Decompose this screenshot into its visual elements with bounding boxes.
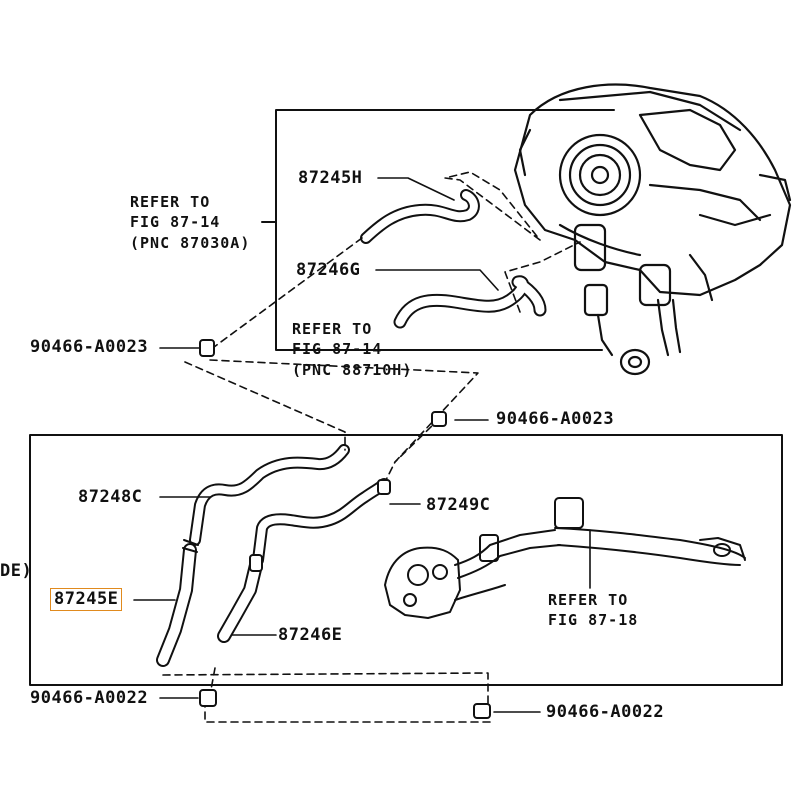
clamp-icons (199, 339, 491, 719)
clamp-label-bottom-right[interactable]: 90466-A0022 (546, 702, 665, 722)
reference-line: REFER TO (130, 193, 211, 211)
leader-lines (133, 177, 591, 713)
reference-line: FIG 87-18 (548, 611, 639, 630)
clamp-icon (473, 703, 491, 719)
reference-fig-87-14-b[interactable]: REFER TO FIG 87-14 (PNC 88710H) (292, 319, 412, 380)
reference-fig-87-18[interactable]: REFER TO FIG 87-18 (548, 590, 638, 631)
part-label-87249C[interactable]: 87249C (426, 495, 491, 515)
upper-bracket (275, 109, 615, 351)
reference-line: REFER TO (292, 320, 373, 338)
clamp-icon (199, 339, 215, 357)
reference-line: (PNC 88710H) (292, 360, 413, 379)
clamp-icon (431, 411, 447, 427)
clamp-icon (377, 479, 391, 495)
edge-fragment-label: DE) (0, 561, 33, 581)
dashed-lines (162, 171, 581, 723)
clamp-label-mid-right[interactable]: 90466-A0023 (496, 409, 615, 429)
part-label-87248C[interactable]: 87248C (78, 487, 143, 507)
hvac-unit (513, 83, 792, 376)
reference-line: FIG 87-14 (292, 340, 383, 359)
reference-fig-87-14-a[interactable]: REFER TO FIG 87-14 (PNC 87030A) (130, 192, 250, 253)
lower-frame (29, 434, 783, 686)
clamp-icon (249, 554, 263, 572)
clamp-label-bottom-left[interactable]: 90466-A0022 (30, 688, 149, 708)
part-label-87245E-highlighted[interactable]: 87245E (50, 588, 123, 611)
reference-line: (PNC 87030A) (130, 233, 251, 252)
reference-line: FIG 87-14 (130, 213, 221, 232)
clamp-label-top-left[interactable]: 90466-A0023 (30, 337, 149, 357)
part-label-87246G[interactable]: 87246G (296, 260, 361, 280)
heater-assembly (384, 497, 746, 619)
part-label-87245H[interactable]: 87245H (298, 168, 363, 188)
reference-line: REFER TO (548, 591, 629, 609)
clamp-icon (199, 689, 217, 707)
part-label-87246E[interactable]: 87246E (278, 625, 343, 645)
